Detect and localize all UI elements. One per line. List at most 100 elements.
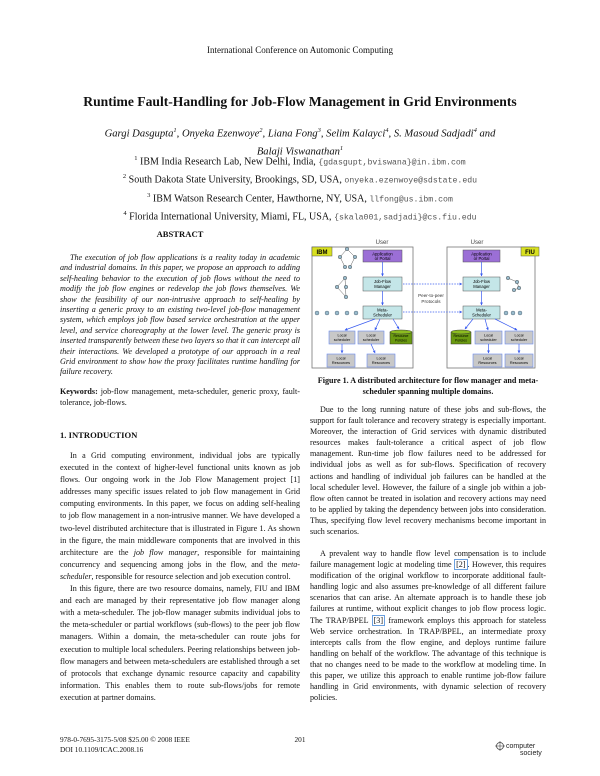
abstract-text: The execution of job flow applications i… [60,253,300,378]
user-label-right: User [471,240,484,246]
affiliations: 1 IBM India Research Lab, New Delhi, Ind… [60,152,540,225]
affil-email: {gdasgupt,bviswana}@in.ibm.com [318,158,466,168]
arrows-fiu [464,262,521,354]
svg-text:Local: Local [376,357,385,361]
right-column-paragraph-2: A prevalent way to handle flow level com… [310,548,546,703]
affil-text: IBM India Research Lab, New Delhi, India… [140,156,316,168]
affil-sup: 3 [147,191,151,199]
job-nodes-icon [503,310,523,316]
local-resources-box [326,353,356,368]
meta-scheduler-box [462,305,501,320]
affiliation: 2 South Dakota State University, Brookin… [60,170,540,188]
citation-link[interactable]: [3] [371,614,386,626]
right-column-paragraph-1: Due to the long running nature of these … [310,404,546,537]
author: S. Masoud Sadjadi [393,128,474,140]
peer-to-peer-label: Peer-to-peer [418,293,444,298]
figure-caption: Figure 1. A distributed architecture for… [317,376,539,396]
author-sup: 1 [173,127,177,134]
footer-copyright: 978-0-7695-3175-5/08 $25.00 © 2008 IEEE … [60,735,190,755]
svg-text:Resource: Resource [394,334,409,338]
keywords-label: Keywords: [60,387,98,396]
author: Onyeka Ezenwoye [181,128,260,140]
svg-text:Job-Flow: Job-Flow [473,279,491,284]
svg-text:Local: Local [484,334,493,338]
svg-text:Job-Flow: Job-Flow [374,279,392,284]
ibm-tag [311,246,333,257]
fiu-tag [520,246,540,257]
affiliation: 1 IBM India Research Lab, New Delhi, Ind… [60,152,540,170]
authors-and: and [479,128,496,140]
ibm-domain-box [311,246,414,369]
abstract-paragraph: The execution of job flow applications i… [60,253,300,377]
svg-text:Manager: Manager [374,284,391,289]
job-nodes-icon [314,310,359,316]
author-sup: 3 [317,127,321,134]
author: Selim Kalayci [326,128,386,140]
workflow-graph-icon [505,276,521,293]
svg-text:Application: Application [372,252,393,257]
svg-text:Local: Local [514,357,523,361]
affil-sup: 4 [123,209,127,217]
paragraph: Due to the long running nature of these … [310,405,546,537]
page-number: 201 [294,735,306,744]
isbn-text: 978-0-7695-3175-5/08 $25.00 © 2008 IEEE [60,735,190,744]
conference-header: International Conference on Automonic Co… [207,45,393,55]
fiu-domain-box [446,246,536,369]
svg-text:scheduler: scheduler [511,338,528,342]
svg-text:scheduler: scheduler [480,338,497,342]
svg-text:Resources: Resources [478,361,496,365]
affil-text: South Dakota State University, Brookings… [128,174,342,186]
introduction-body: In a Grid computing environment, individ… [60,450,300,704]
svg-text:Local: Local [483,357,492,361]
svg-text:Resources: Resources [510,361,528,365]
svg-text:Policies: Policies [455,339,467,343]
affil-email: llfong@us.ibm.com [369,194,453,204]
author: Liana Fong [267,128,318,140]
affiliation: 4 Florida International University, Miam… [60,207,540,225]
affil-text: IBM Watson Research Center, Hawthorne, N… [152,192,367,204]
author-sup: 4 [473,127,477,134]
svg-text:Meta-: Meta- [476,308,487,313]
svg-text:Local: Local [336,357,345,361]
computer-society-logo: computer society [495,741,542,757]
svg-text:or Portal: or Portal [474,256,490,261]
user-label-left: User [376,240,389,246]
meta-scheduler-box [362,305,403,320]
arrows-ibm [340,262,400,354]
section-heading-introduction: 1. INTRODUCTION [60,430,138,440]
svg-text:Local: Local [366,334,375,338]
svg-text:Local: Local [514,334,523,338]
author-sup: 4 [385,127,389,134]
svg-text:Resources: Resources [372,361,390,365]
paragraph: In this figure, there are two resource d… [60,584,300,702]
svg-text:Local: Local [337,334,346,338]
svg-text:Manager: Manager [473,284,490,289]
svg-text:Meta-: Meta- [377,308,388,313]
paper-title: Runtime Fault-Handling for Job-Flow Mana… [83,94,517,109]
local-resources-box [472,353,503,368]
author-sup: 2 [259,127,263,134]
svg-text:scheduler: scheduler [334,338,351,342]
affil-email: {skala001,sadjadi}@cs.fiu.edu [334,213,477,223]
svg-text:scheduler: scheduler [363,338,380,342]
svg-text:or Portal: or Portal [375,256,391,261]
fiu-label: FIU [525,250,535,256]
svg-text:Resource: Resource [454,334,469,338]
local-resources-box [366,353,396,368]
citation-link[interactable]: [2] [454,559,468,571]
peer-to-peer-links [403,282,463,314]
affil-email: onyeka.ezenwoye@sdstate.edu [344,176,478,186]
keywords-text: job-flow management, meta-scheduler, gen… [60,387,300,407]
keywords: Keywords: job-flow management, meta-sche… [60,387,300,408]
paragraph: In a Grid computing environment, individ… [60,451,301,581]
svg-text:Resources: Resources [332,361,350,365]
svg-text:Scheduler: Scheduler [373,313,392,318]
author-sup: 1 [339,144,344,152]
author: Gargi Dasgupta [104,128,174,140]
svg-text:Policies: Policies [395,339,407,343]
affiliation: 3 IBM Watson Research Center, Hawthorne,… [60,189,540,207]
local-resources-box [504,353,534,368]
